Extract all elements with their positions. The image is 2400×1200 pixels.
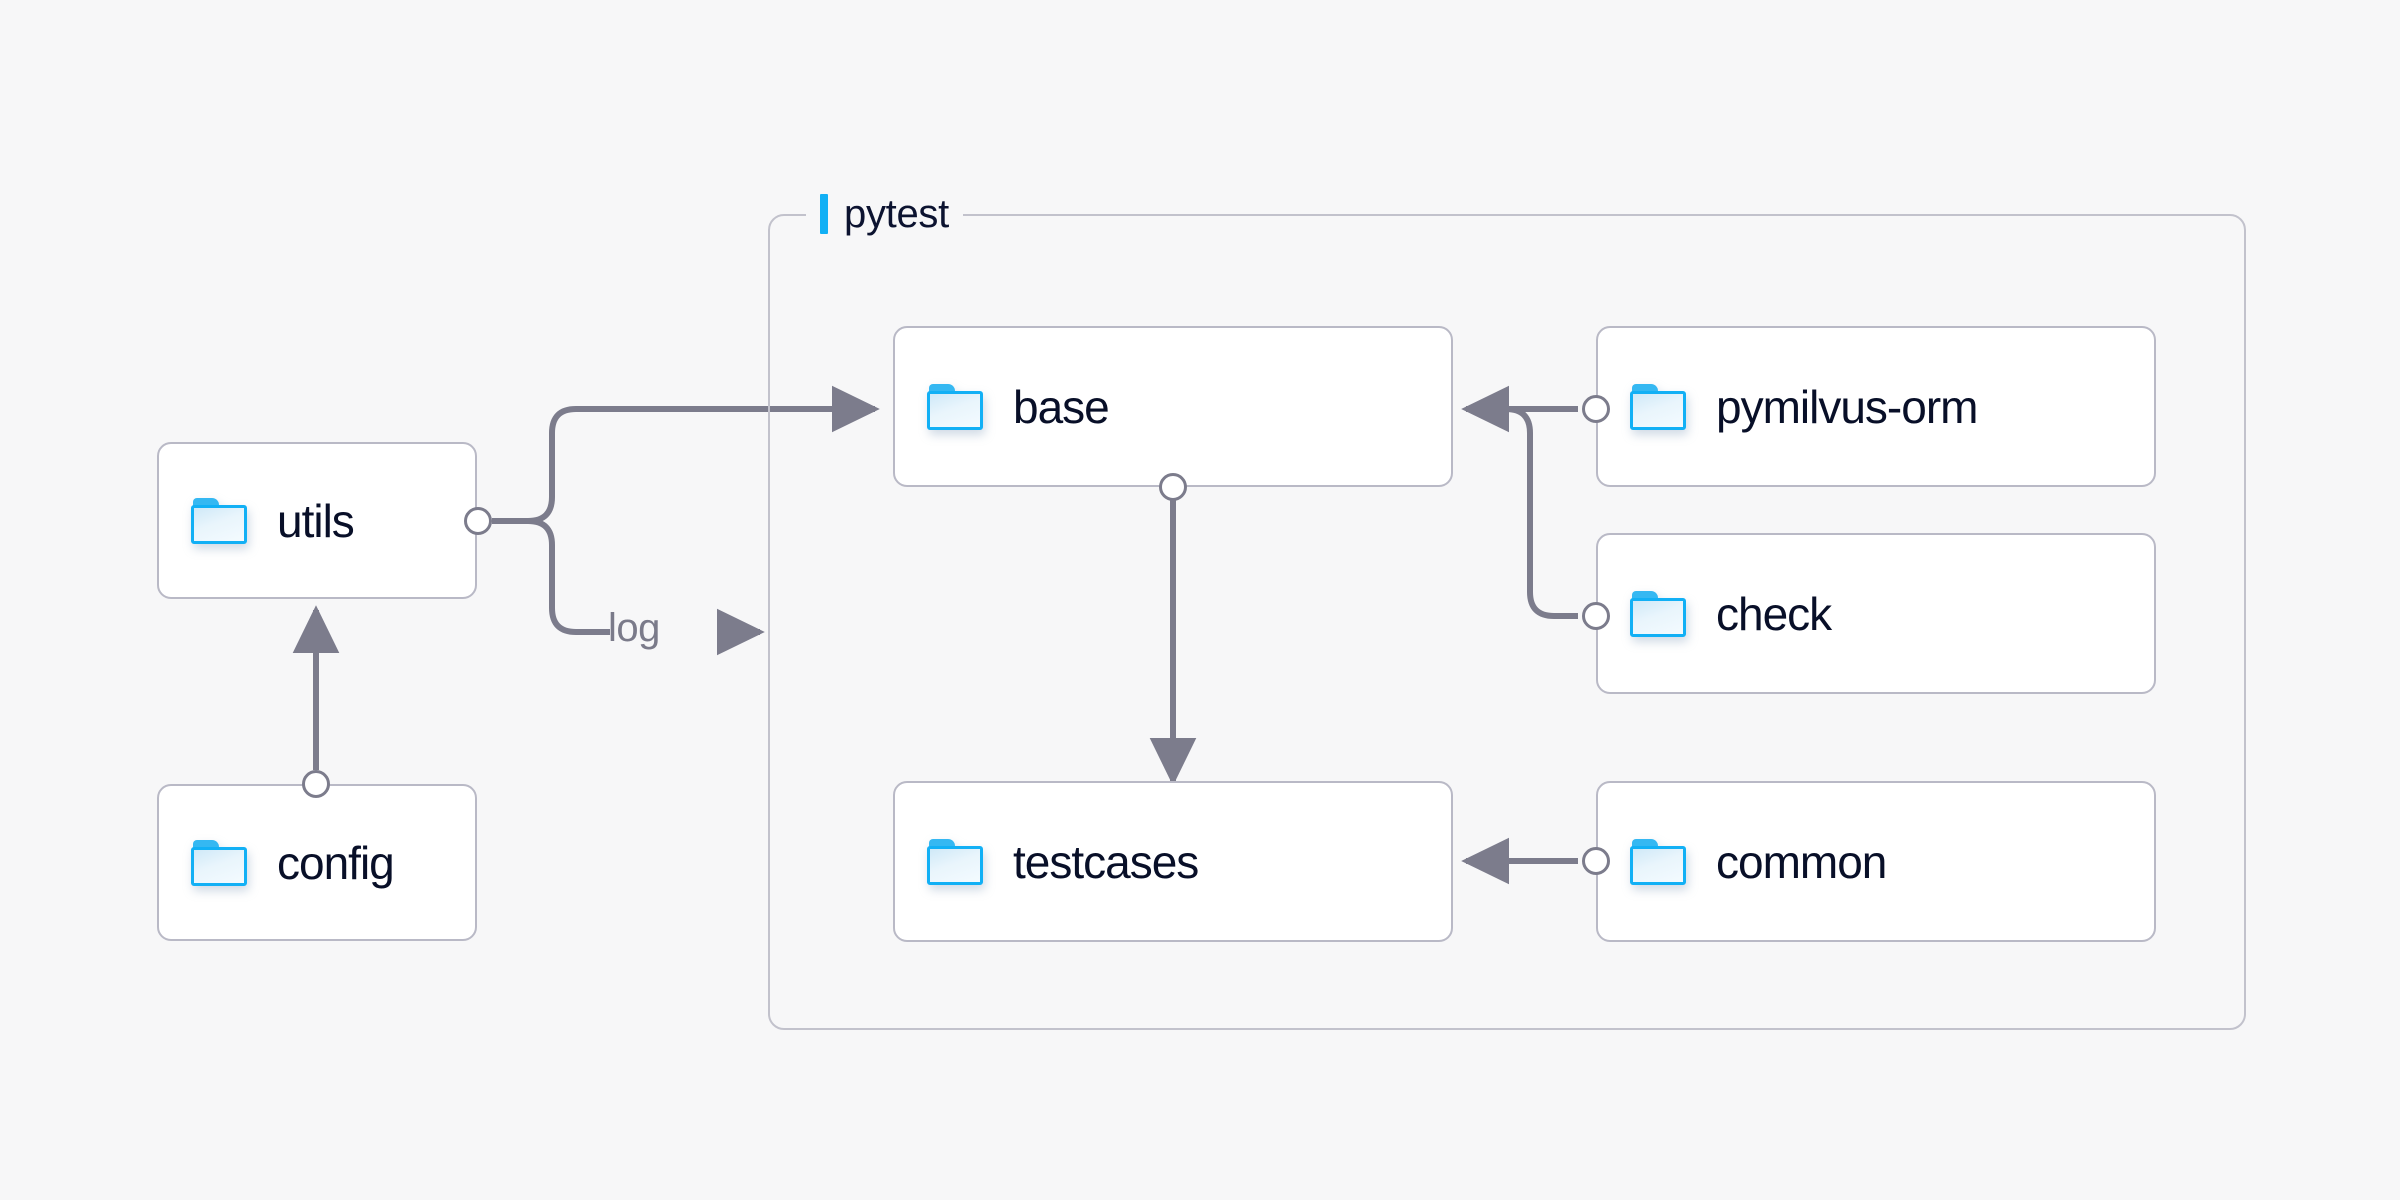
folder-icon-body bbox=[191, 846, 247, 886]
node-base[interactable]: base bbox=[893, 326, 1453, 487]
folder-icon-tab bbox=[193, 497, 219, 509]
folder-icon-body bbox=[927, 390, 983, 430]
node-label: check bbox=[1716, 587, 1832, 640]
connector-dot-base-bottom[interactable] bbox=[1159, 473, 1187, 501]
folder-icon-tab bbox=[929, 383, 955, 395]
folder-icon bbox=[1630, 590, 1686, 637]
edge-utils-to-log bbox=[527, 518, 610, 635]
node-label: base bbox=[1013, 380, 1110, 433]
node-label: config bbox=[277, 836, 395, 889]
node-label: common bbox=[1716, 835, 1887, 888]
folder-icon-body bbox=[927, 845, 983, 885]
folder-icon bbox=[1630, 383, 1686, 430]
folder-icon-tab bbox=[193, 839, 219, 851]
node-check[interactable]: check bbox=[1596, 533, 2156, 694]
folder-icon bbox=[927, 383, 983, 430]
connector-dot-common-left[interactable] bbox=[1582, 847, 1610, 875]
folder-icon bbox=[191, 839, 247, 886]
node-pymilvus-orm[interactable]: pymilvus-orm bbox=[1596, 326, 2156, 487]
folder-icon bbox=[191, 497, 247, 544]
node-common[interactable]: common bbox=[1596, 781, 2156, 942]
group-pytest bbox=[768, 214, 2246, 1030]
folder-icon bbox=[1630, 838, 1686, 885]
node-utils[interactable]: utils bbox=[157, 442, 477, 599]
folder-icon-body bbox=[191, 504, 247, 544]
folder-icon bbox=[927, 838, 983, 885]
node-label: utils bbox=[277, 494, 355, 547]
connector-dot-utils-right[interactable] bbox=[464, 507, 492, 535]
edge-label-log: log bbox=[608, 606, 660, 650]
connector-dot-pymilvusorm-left[interactable] bbox=[1582, 395, 1610, 423]
folder-icon-tab bbox=[1632, 590, 1658, 602]
connector-dot-config-top[interactable] bbox=[302, 770, 330, 798]
node-config[interactable]: config bbox=[157, 784, 477, 941]
group-title: pytest bbox=[844, 191, 949, 236]
folder-icon-body bbox=[1630, 845, 1686, 885]
folder-icon-body bbox=[1630, 597, 1686, 637]
folder-icon-tab bbox=[1632, 383, 1658, 395]
group-pytest-label: pytest bbox=[806, 190, 963, 238]
node-testcases[interactable]: testcases bbox=[893, 781, 1453, 942]
folder-icon-tab bbox=[929, 838, 955, 850]
node-label: testcases bbox=[1013, 835, 1199, 888]
group-accent-bar bbox=[820, 194, 828, 234]
folder-icon-tab bbox=[1632, 838, 1658, 850]
node-label: pymilvus-orm bbox=[1716, 380, 1978, 433]
folder-icon-body bbox=[1630, 390, 1686, 430]
connector-dot-check-left[interactable] bbox=[1582, 602, 1610, 630]
